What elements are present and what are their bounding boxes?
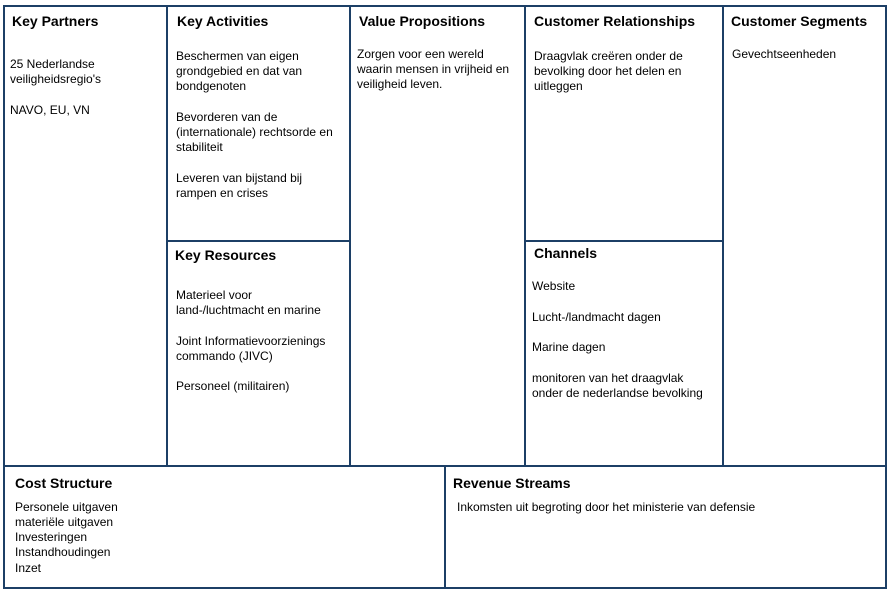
customer-segments-block xyxy=(722,5,887,467)
key-activities-line-8: rampen en crises xyxy=(176,186,269,200)
cost-structure-line-5: Inzet xyxy=(15,561,42,575)
channels-line-5: onder de nederlandse bevolking xyxy=(532,386,703,400)
key-activities-line-5: (internationale) rechtsorde en xyxy=(176,125,333,139)
customer-relationships-title: Customer Relationships xyxy=(534,13,696,29)
key-resources-title: Key Resources xyxy=(175,247,277,263)
key-activities-line-2: grondgebied en dat van xyxy=(176,64,303,78)
key-activities-line-1: Beschermen van eigen xyxy=(176,49,299,63)
cost-structure-line-3: Investeringen xyxy=(15,530,88,544)
cost-structure-block xyxy=(3,465,446,589)
cost-structure-line-2: materiële uitgaven xyxy=(15,515,114,529)
key-resources-line-2: land-/luchtmacht en marine xyxy=(176,303,321,317)
channels-block xyxy=(524,240,724,467)
value-propositions-line-2: waarin mensen in vrijheid en xyxy=(357,62,510,76)
key-resources-line-4: commando (JIVC) xyxy=(176,349,273,363)
channels-line-2: Lucht-/landmacht dagen xyxy=(532,310,661,324)
cost-structure-line-4: Instandhoudingen xyxy=(15,545,111,559)
key-partners-title: Key Partners xyxy=(12,13,99,29)
key-resources-line-5: Personeel (militairen) xyxy=(176,379,290,393)
value-propositions-line-3: veiligheid leven. xyxy=(357,77,443,91)
revenue-streams-block xyxy=(444,465,887,589)
key-activities-block xyxy=(166,5,351,242)
customer-relationships-line-3: uitleggen xyxy=(534,79,583,93)
key-partners-line-1: 25 Nederlandse xyxy=(10,57,95,71)
value-propositions-line-1: Zorgen voor een wereld xyxy=(357,47,484,61)
channels-title: Channels xyxy=(534,245,598,261)
value-propositions-title: Value Propositions xyxy=(359,13,486,29)
cost-structure-line-1: Personele uitgaven xyxy=(15,500,118,514)
key-resources-line-1: Materieel voor xyxy=(176,288,253,302)
key-resources-line-3: Joint Informatievoorzienings xyxy=(176,334,326,348)
key-activities-line-6: stabiliteit xyxy=(176,140,223,154)
key-activities-title: Key Activities xyxy=(177,13,269,29)
key-partners-line-3: NAVO, EU, VN xyxy=(10,103,90,117)
customer-relationships-block xyxy=(524,5,724,242)
customer-relationships-line-1: Draagvlak creëren onder de xyxy=(534,49,683,63)
cost-structure-title: Cost Structure xyxy=(15,475,113,491)
revenue-streams-title: Revenue Streams xyxy=(453,475,571,491)
key-partners-line-2: veiligheidsregio's xyxy=(10,72,102,86)
key-activities-line-7: Leveren van bijstand bij xyxy=(176,171,303,185)
channels-line-1: Website xyxy=(532,279,576,293)
customer-relationships-line-2: bevolking door het delen en xyxy=(534,64,682,78)
key-activities-line-3: bondgenoten xyxy=(176,79,247,93)
value-propositions-block xyxy=(349,5,526,467)
customer-segments-line-1: Gevechtseenheden xyxy=(732,47,837,61)
channels-line-3: Marine dagen xyxy=(532,340,606,354)
customer-segments-title: Customer Segments xyxy=(731,13,868,29)
revenue-streams-line-1: Inkomsten uit begroting door het ministe… xyxy=(457,500,756,514)
channels-line-4: monitoren van het draagvlak xyxy=(532,371,684,385)
key-activities-line-4: Bevorderen van de xyxy=(176,110,278,124)
